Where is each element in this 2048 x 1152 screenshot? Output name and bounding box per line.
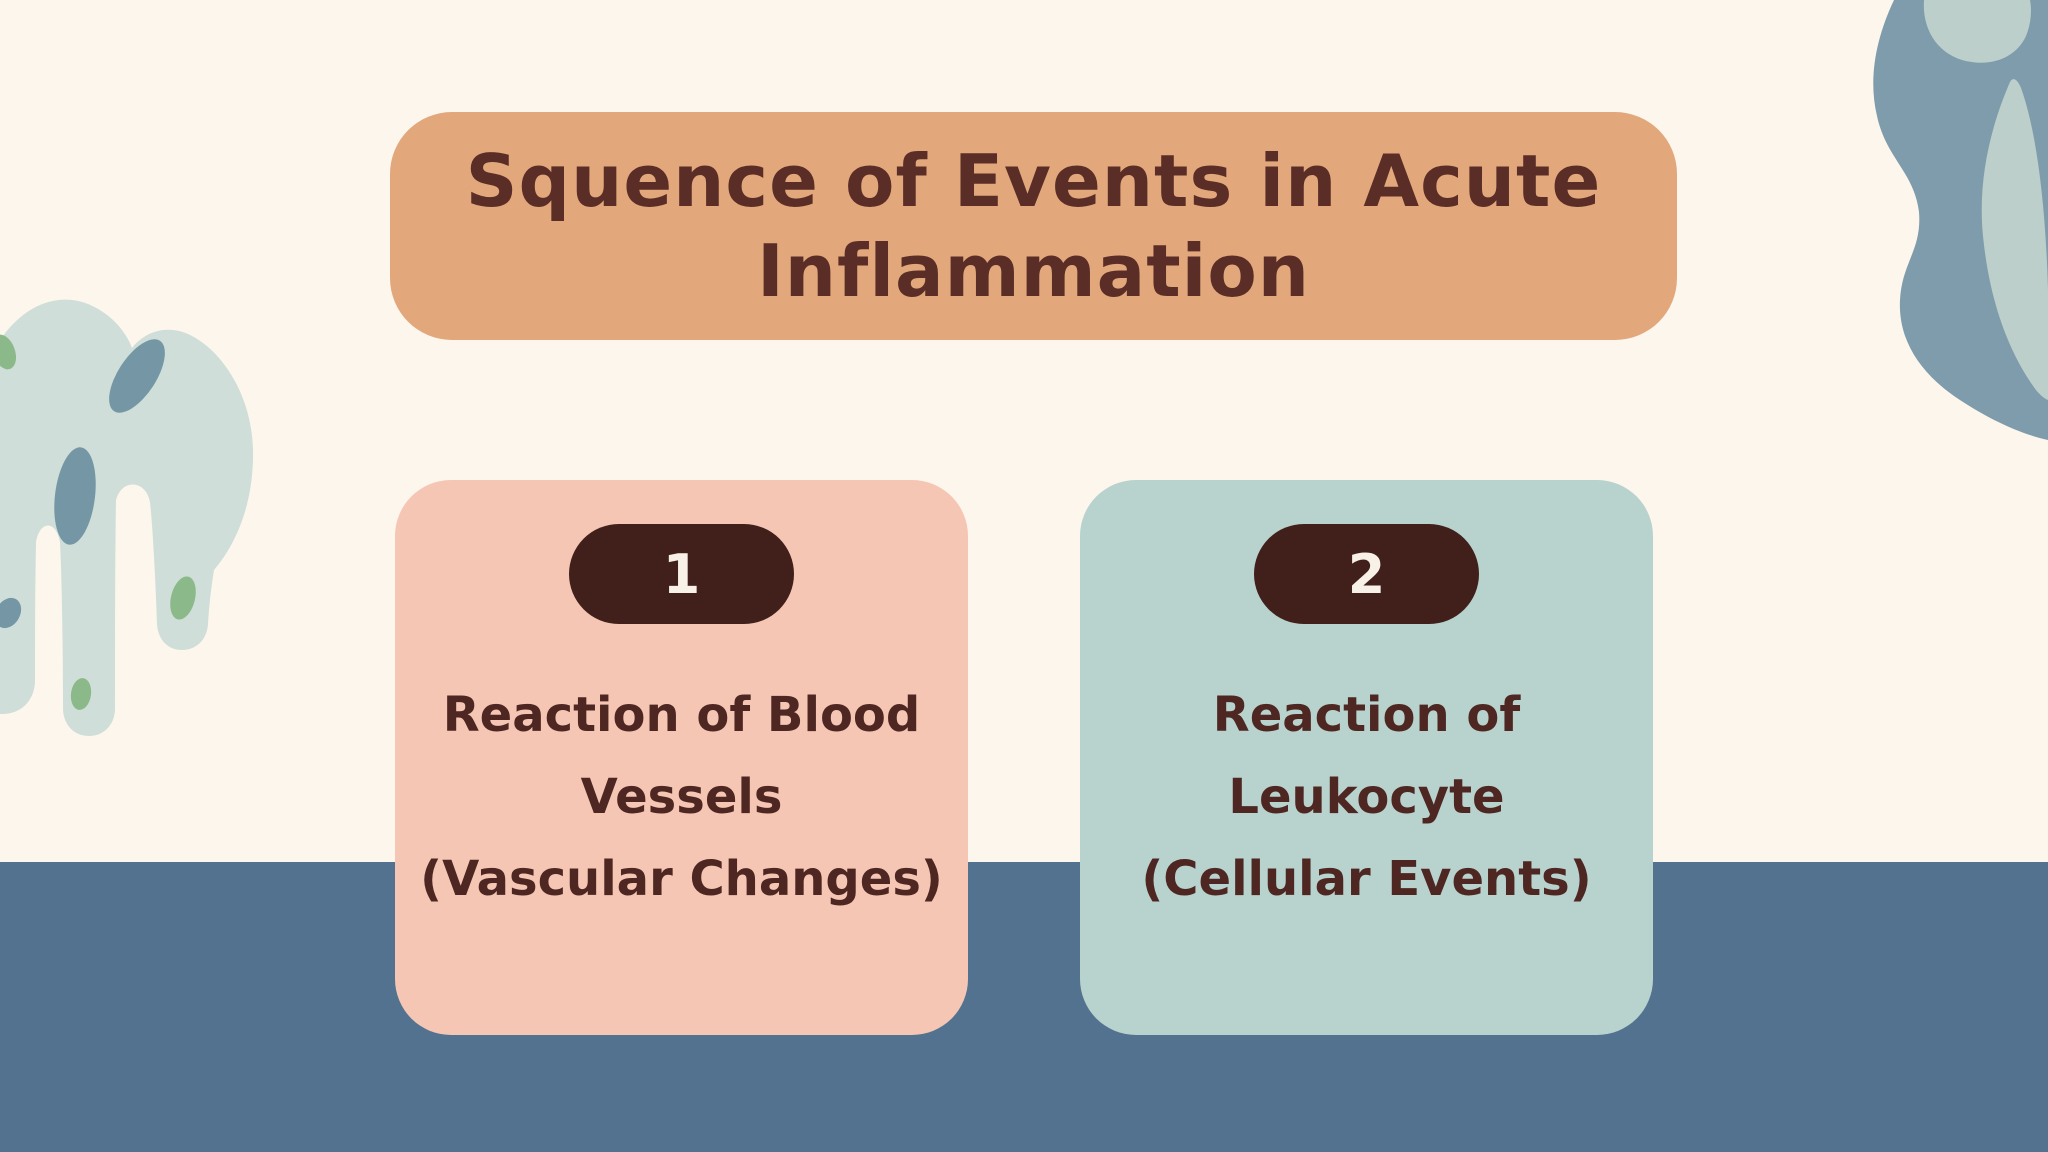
- step-card-1-line-3: (Vascular Changes): [420, 851, 943, 907]
- step-number: 1: [662, 542, 701, 606]
- slide-title-line-1: Squence of Events in Acute: [465, 139, 1602, 223]
- left-cells-decoration-illustration: [0, 299, 254, 736]
- cell-spot-green: [170, 576, 196, 620]
- cell-spot-green: [70, 678, 92, 710]
- step-card-2-text: Reaction of Leukocyte (Cellular Events): [1141, 674, 1591, 920]
- cell-spot-slate: [109, 339, 165, 413]
- cell-spot-slate: [0, 597, 22, 629]
- step-card-1: 1 Reaction of Blood Vessels (Vascular Ch…: [395, 480, 968, 1035]
- left-cell-blob: [0, 299, 254, 736]
- step-card-1-line-2: Vessels: [580, 769, 783, 825]
- cell-spot-green: [0, 334, 17, 370]
- bottom-band: [0, 862, 2048, 1152]
- right-wave-decoration-illustration: [1873, 0, 2048, 440]
- slide-title-line-2: Inflammation: [756, 229, 1311, 313]
- step-card-2-line-3: (Cellular Events): [1141, 851, 1592, 907]
- step-card-2-line-1: Reaction of: [1212, 687, 1521, 743]
- step-card-1-line-1: Reaction of Blood: [442, 687, 921, 743]
- title-banner: Squence of Events in Acute Inflammation: [390, 112, 1677, 340]
- step-number-badge-2: 2: [1254, 524, 1479, 624]
- step-card-1-text: Reaction of Blood Vessels (Vascular Chan…: [420, 674, 943, 920]
- right-blob-inner-drop: [1981, 79, 2048, 400]
- step-card-2-line-2: Leukocyte: [1228, 769, 1505, 825]
- cell-spot-slate: [54, 447, 96, 545]
- step-number-badge-1: 1: [569, 524, 794, 624]
- step-number: 2: [1347, 542, 1386, 606]
- right-blob-inner-top: [1923, 0, 2031, 63]
- step-card-2: 2 Reaction of Leukocyte (Cellular Events…: [1080, 480, 1653, 1035]
